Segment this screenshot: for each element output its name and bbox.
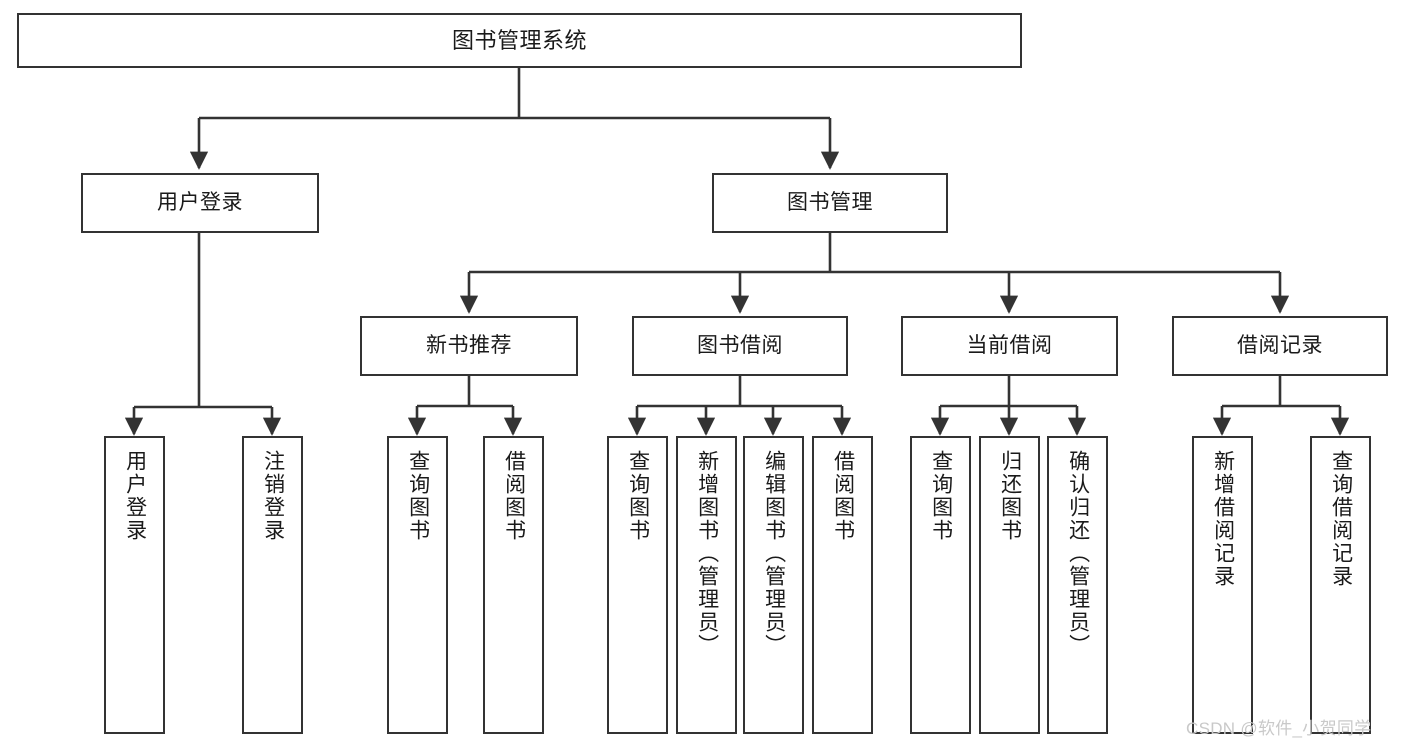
node-root-label: 图书管理系统 bbox=[451, 27, 587, 53]
node-user-login[interactable]: 用户登录 bbox=[81, 173, 319, 233]
node-leaf-borrow-book-2-label: 借阅图书 bbox=[831, 450, 855, 542]
node-current-borrow-label: 当前借阅 bbox=[966, 333, 1053, 357]
node-book-borrow-label: 图书借阅 bbox=[697, 333, 783, 357]
node-leaf-edit-book-label: 编辑图书（管理员） bbox=[762, 450, 786, 657]
node-leaf-logout-label: 注销登录 bbox=[261, 450, 285, 542]
node-user-login-label: 用户登录 bbox=[157, 190, 243, 214]
node-leaf-confirm-return[interactable]: 确认归还（管理员） bbox=[1047, 436, 1108, 734]
node-borrow-record[interactable]: 借阅记录 bbox=[1172, 316, 1388, 376]
node-leaf-return-book[interactable]: 归还图书 bbox=[979, 436, 1040, 734]
node-leaf-borrow-book-1[interactable]: 借阅图书 bbox=[483, 436, 544, 734]
node-leaf-query-book-3[interactable]: 查询图书 bbox=[910, 436, 971, 734]
node-leaf-return-book-label: 归还图书 bbox=[998, 450, 1022, 542]
node-new-book-rec-label: 新书推荐 bbox=[426, 333, 512, 357]
node-leaf-query-record[interactable]: 查询借阅记录 bbox=[1310, 436, 1371, 734]
node-leaf-borrow-book-2[interactable]: 借阅图书 bbox=[812, 436, 873, 734]
node-current-borrow[interactable]: 当前借阅 bbox=[901, 316, 1118, 376]
node-leaf-add-book[interactable]: 新增图书（管理员） bbox=[676, 436, 737, 734]
node-leaf-confirm-return-label: 确认归还（管理员） bbox=[1066, 450, 1090, 657]
node-leaf-add-record-label: 新增借阅记录 bbox=[1211, 450, 1235, 588]
node-book-manage-label: 图书管理 bbox=[787, 190, 873, 214]
node-leaf-query-book-1[interactable]: 查询图书 bbox=[387, 436, 448, 734]
node-leaf-user-login[interactable]: 用户登录 bbox=[104, 436, 165, 734]
node-leaf-add-record[interactable]: 新增借阅记录 bbox=[1192, 436, 1253, 734]
node-leaf-query-book-3-label: 查询图书 bbox=[929, 450, 953, 542]
node-leaf-query-book-1-label: 查询图书 bbox=[406, 450, 430, 542]
node-leaf-user-login-label: 用户登录 bbox=[123, 450, 147, 542]
node-leaf-logout[interactable]: 注销登录 bbox=[242, 436, 303, 734]
node-leaf-borrow-book-1-label: 借阅图书 bbox=[502, 450, 526, 542]
node-root[interactable]: 图书管理系统 bbox=[17, 13, 1022, 68]
node-leaf-edit-book[interactable]: 编辑图书（管理员） bbox=[743, 436, 804, 734]
node-book-manage[interactable]: 图书管理 bbox=[712, 173, 948, 233]
node-leaf-add-book-label: 新增图书（管理员） bbox=[695, 450, 719, 657]
node-new-book-rec[interactable]: 新书推荐 bbox=[360, 316, 578, 376]
node-leaf-query-record-label: 查询借阅记录 bbox=[1329, 450, 1353, 588]
csdn-watermark: CSDN @软件_小贺同学 bbox=[1186, 719, 1372, 738]
node-book-borrow[interactable]: 图书借阅 bbox=[632, 316, 848, 376]
node-leaf-query-book-2[interactable]: 查询图书 bbox=[607, 436, 668, 734]
node-borrow-record-label: 借阅记录 bbox=[1237, 333, 1323, 357]
node-leaf-query-book-2-label: 查询图书 bbox=[626, 450, 650, 542]
